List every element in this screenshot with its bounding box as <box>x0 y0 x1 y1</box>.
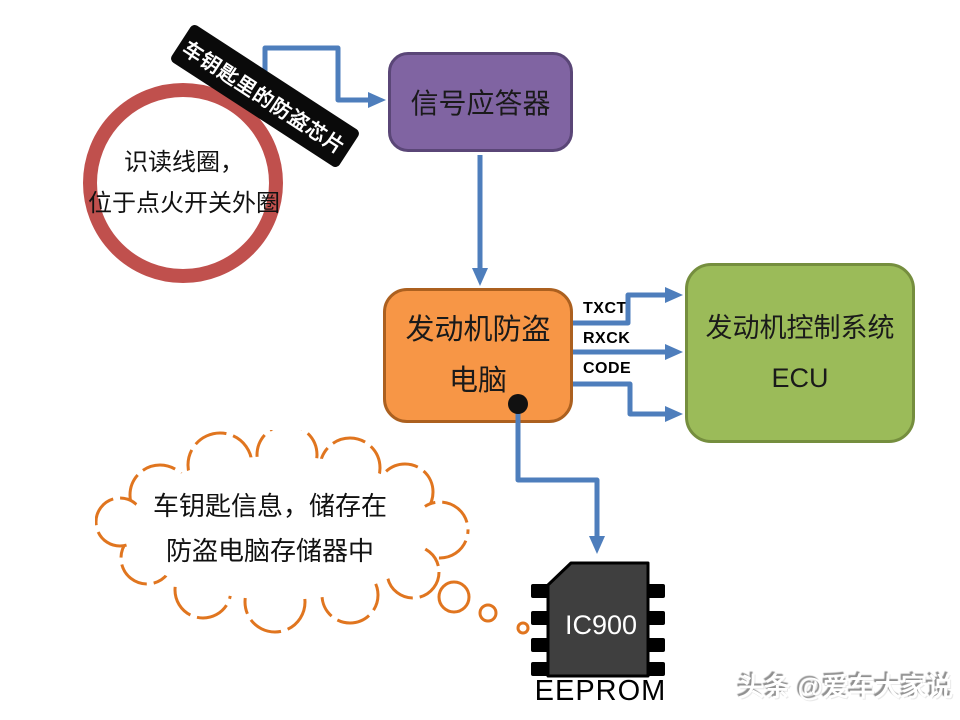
cloud-label-line2: 防盗电脑存储器中 <box>165 536 374 566</box>
chip-pins <box>531 584 665 676</box>
signal-label-txct: TXCT <box>583 300 627 317</box>
cloud-label-line1: 车钥匙信息，储存在 <box>152 491 387 521</box>
ecu-label-line2: ECU <box>771 363 829 393</box>
ecu-box: 发动机控制系统 ECU <box>685 263 915 443</box>
signal-label-code: CODE <box>583 360 632 377</box>
coil-label-line2: 位于点火开关外圈 <box>88 190 280 217</box>
arrow-code <box>573 381 683 422</box>
transponder-label: 信号应答器 <box>410 88 551 119</box>
transponder-box: 信号应答器 <box>388 52 573 152</box>
eeprom-chip: IC900 <box>531 561 665 678</box>
thought-cloud <box>95 430 530 635</box>
thought-bubbles <box>437 580 530 635</box>
eeprom-caption: EEPROM <box>534 675 667 707</box>
coil-label: 识读线圈， 位于点火开关外圈 <box>55 142 313 224</box>
ecu-label-line1: 发动机控制系统 <box>705 313 895 343</box>
chip-label: IC900 <box>565 610 637 640</box>
watermark: 头条 @爱车大家说 <box>738 672 953 702</box>
chip-body <box>546 561 650 678</box>
cloud-body <box>128 456 432 600</box>
cloud-label: 车钥匙信息，储存在 防盗电脑存储器中 <box>120 484 420 574</box>
coil-label-line1: 识读线圈， <box>124 149 244 176</box>
immobilizer-label-line2: 电脑 <box>448 364 507 397</box>
immobilizer-box: 发动机防盗 电脑 <box>383 288 573 423</box>
signal-label-rxck: RXCK <box>583 330 631 347</box>
immobilizer-label-line1: 发动机防盗 <box>405 313 551 346</box>
